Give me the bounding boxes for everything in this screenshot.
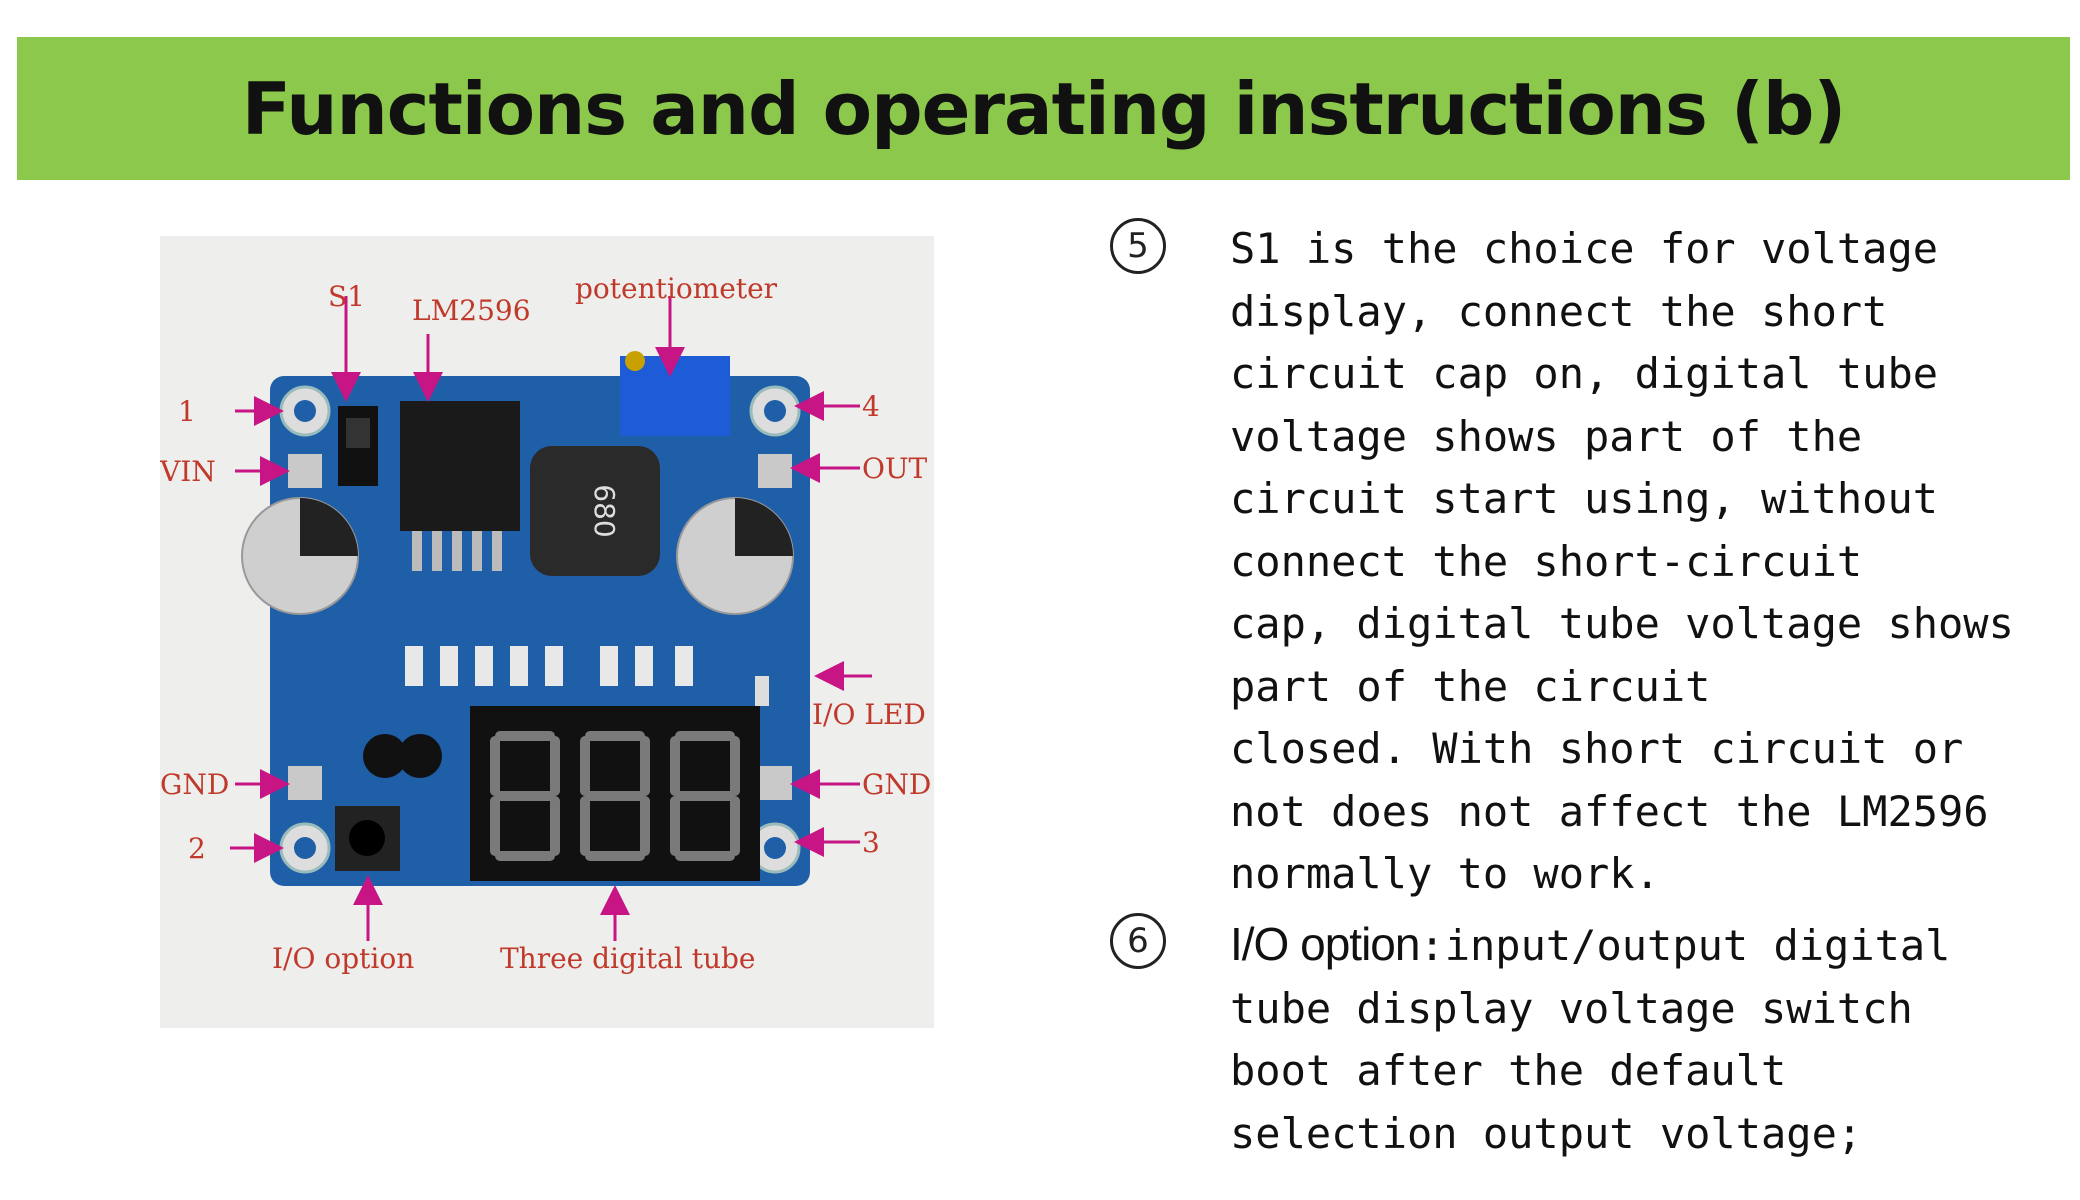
page-title: Functions and operating instructions (b) (241, 66, 1847, 151)
label-vin: VIN (160, 455, 216, 488)
title-banner: Functions and operating instructions (b) (17, 37, 2070, 180)
label-lm2596: LM2596 (412, 294, 531, 327)
svg-text:680: 680 (588, 484, 621, 537)
label-pin3: 3 (862, 826, 880, 859)
board-diagram: 680 (160, 272, 931, 975)
label-s1: S1 (328, 280, 365, 313)
label-potentiometer: potentiometer (575, 272, 778, 305)
label-pin1: 1 (178, 395, 196, 428)
circled-number-6: 6 (1110, 913, 1166, 969)
label-out: OUT (862, 452, 928, 485)
instruction-text-5: S1 is the choice for voltage display, co… (1230, 224, 2014, 898)
label-pin2: 2 (188, 832, 206, 865)
label-three-digital-tube: Three digital tube (500, 942, 755, 975)
instruction-text-6: I/O option:input/output digital tube dis… (1230, 913, 2080, 1165)
label-gnd-left: GND (160, 768, 229, 801)
circled-number-5: 5 (1110, 218, 1166, 274)
board-photo: 680 (160, 236, 934, 1028)
label-io-option: I/O option (272, 942, 414, 975)
io-option-highlight: I/O option (1230, 918, 1420, 970)
label-gnd-right: GND (862, 768, 931, 801)
instruction-text-6-body: :input/output digital tube display volta… (1230, 921, 1951, 1158)
label-pin4: 4 (862, 390, 880, 423)
label-io-led: I/O LED (812, 698, 926, 731)
